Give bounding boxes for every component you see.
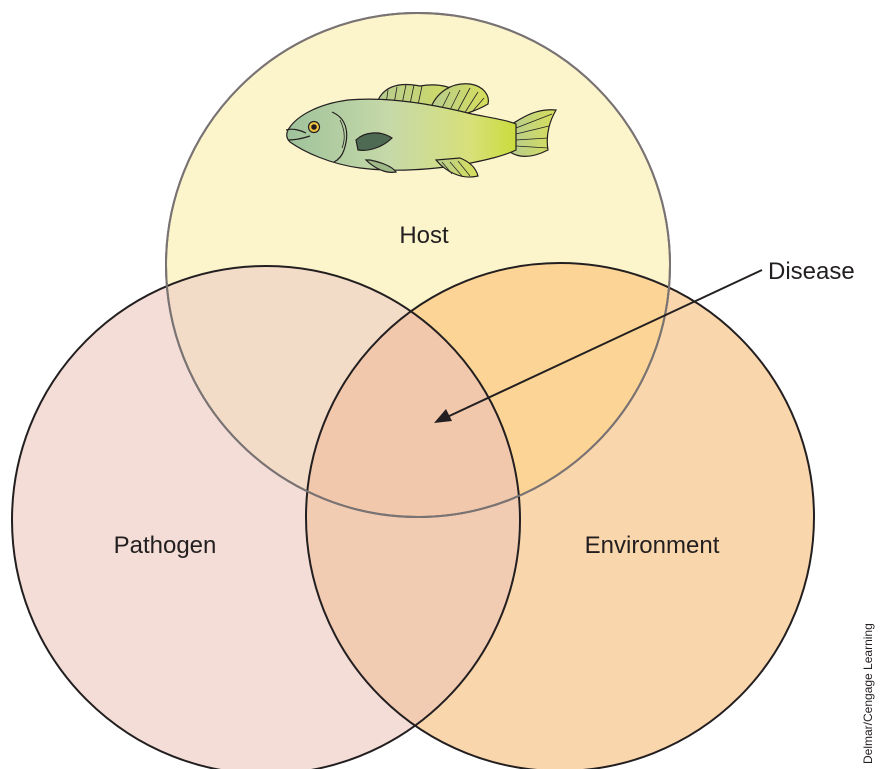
environment-label: Environment	[585, 532, 720, 559]
pathogen-label: Pathogen	[114, 532, 217, 559]
host-label: Host	[399, 222, 449, 249]
disease-label: Disease	[768, 258, 855, 285]
image-credit: Delmar/Cengage Learning	[861, 623, 875, 764]
